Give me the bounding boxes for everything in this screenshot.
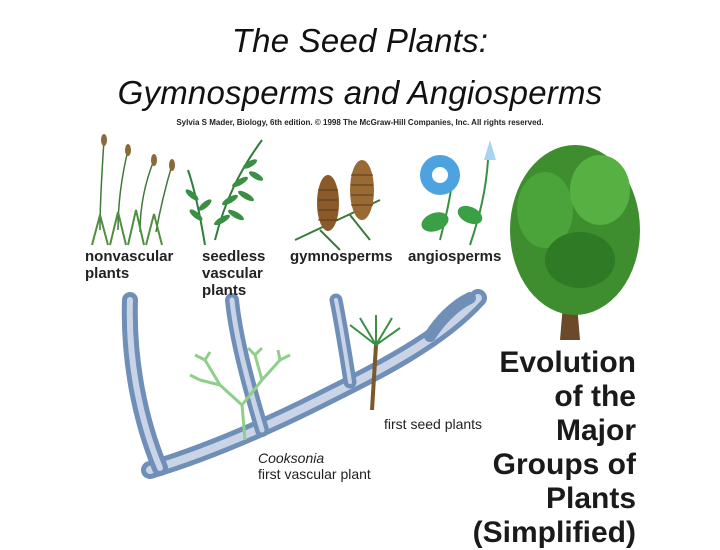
label-angiosperms: angiosperms — [408, 248, 502, 265]
moss-illustration — [91, 134, 175, 246]
flower-illustration — [420, 140, 496, 246]
label-first-seed-plants: first seed plants — [384, 416, 483, 432]
label-nonvascular-plants: nonvascular plants — [85, 248, 174, 282]
title-line-1: The Seed Plants: — [231, 22, 489, 59]
label-gymnosperms: gymnosperms — [290, 248, 393, 265]
label-first-vascular-plant: first vascular plant — [258, 466, 371, 482]
title-line-2: Gymnosperms and Angiosperms — [117, 74, 603, 111]
diagram-heading: Evolution of the Major Groups of Plants … — [472, 346, 636, 549]
fern-illustration — [185, 139, 264, 246]
phylogeny-branches — [121, 289, 487, 479]
cooksonia-illustration — [189, 346, 291, 441]
pine-cones-illustration — [294, 160, 381, 251]
seed-fern-illustration — [349, 315, 401, 411]
copyright-credit: Sylvia S Mader, Biology, 6th edition. © … — [176, 118, 544, 127]
angiosperm-branch — [424, 292, 476, 342]
label-seedless-vascular-plants: seedless vascular plants — [202, 248, 266, 299]
trunk-branch — [141, 289, 487, 479]
label-cooksonia: Cooksonia — [258, 450, 325, 466]
oak-tree-illustration — [510, 145, 640, 340]
